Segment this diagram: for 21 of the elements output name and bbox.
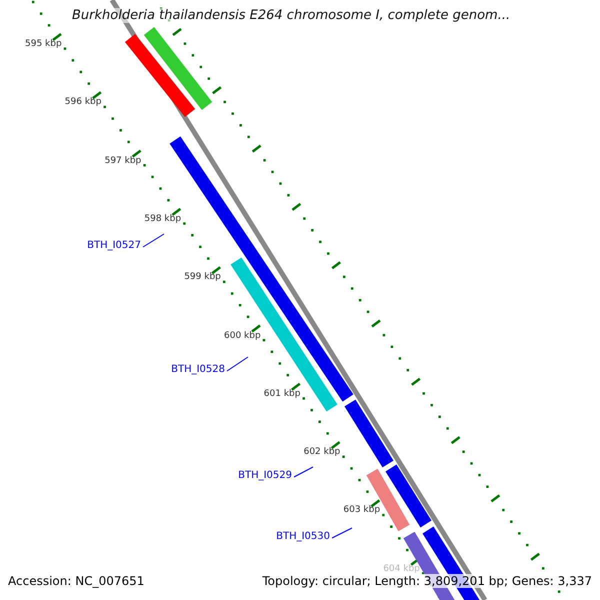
leader-line	[142, 234, 164, 248]
scale-label: 595 kbp	[25, 39, 62, 49]
scale-label: 604 kbp	[383, 564, 420, 574]
leader-line	[332, 528, 352, 538]
gene-label: BTH_I0527	[87, 240, 141, 251]
leader-line	[226, 356, 248, 372]
accession-text: Accession: NC_007651	[8, 574, 144, 588]
scale-label: 601 kbp	[264, 388, 300, 399]
gene-label: BTH_I0530	[276, 531, 330, 542]
scale-label: 598 kbp	[144, 214, 182, 224]
gene-label: BTH_I0529	[238, 470, 292, 481]
diagram-title: Burkholderia thailandensis E264 chromosome I, complete genom...	[72, 8, 510, 23]
scale-label: 600 kbp	[224, 330, 261, 340]
scale-label: 602 kbp	[304, 447, 340, 458]
leader-line	[294, 466, 314, 478]
gene-label: BTH_I0528	[171, 364, 225, 375]
scale-label: 599 kbp	[184, 272, 221, 282]
scale-label: 597 kbp	[104, 156, 142, 166]
topology-text: Topology: circular; Length: 3,809,201 bp; Genes: 3,337	[262, 574, 592, 588]
scale-label: 596 kbp	[64, 97, 102, 108]
scale-label: 603 kbp	[343, 505, 380, 516]
